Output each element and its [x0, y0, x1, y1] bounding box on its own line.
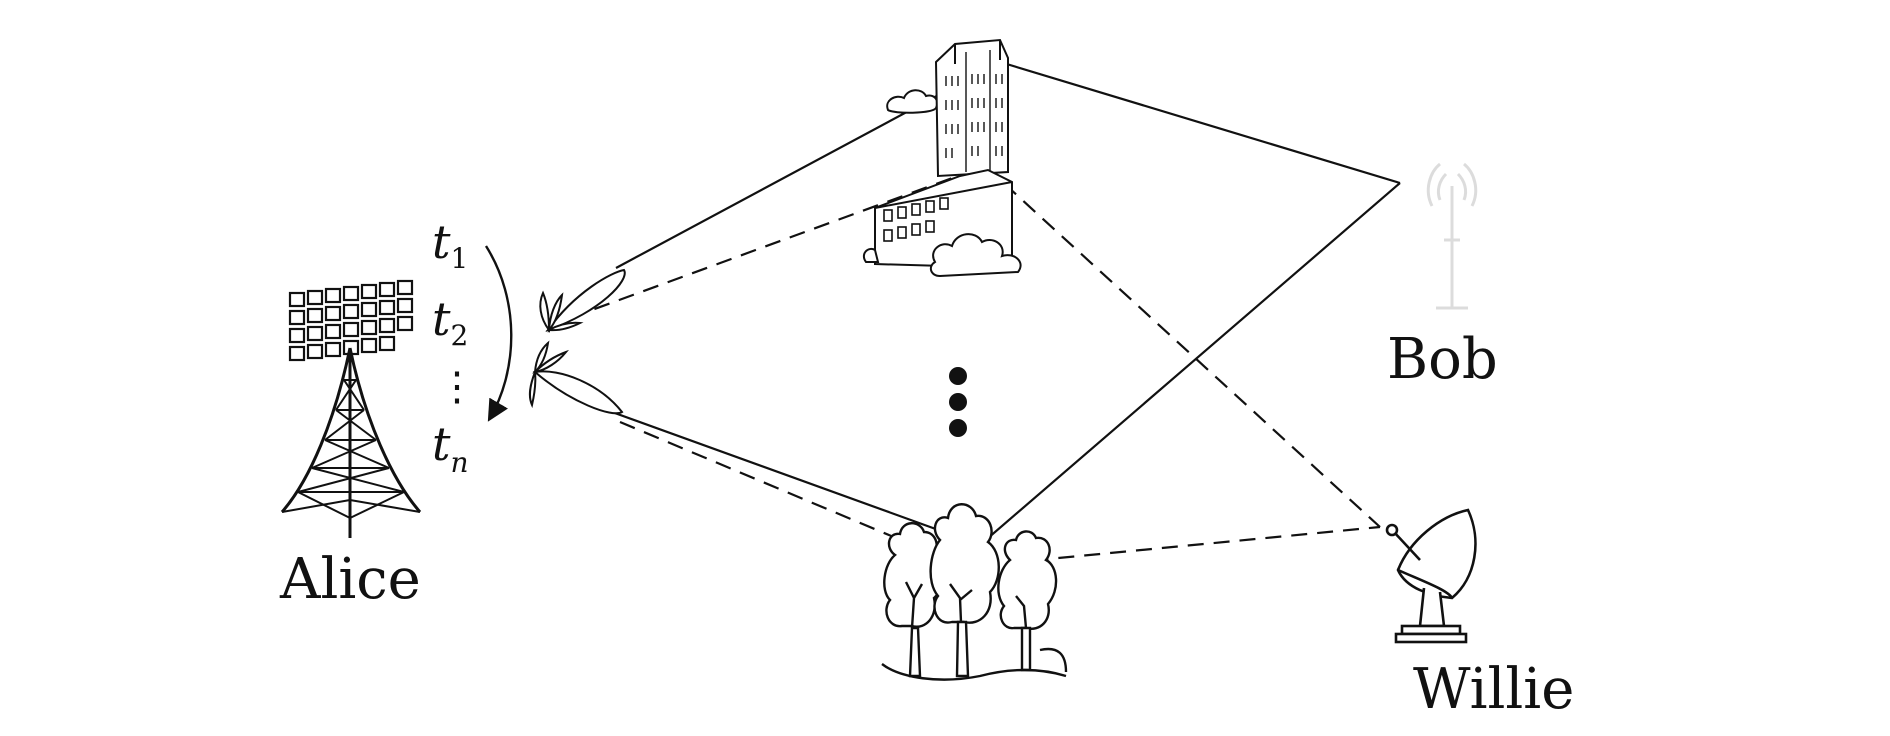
building-icon: [862, 38, 1022, 278]
time-slot-tn: tn: [432, 417, 469, 479]
time-slot-t2: t2: [432, 292, 468, 352]
willie-dish-icon: [1385, 508, 1477, 644]
cloud-icon: [886, 89, 939, 114]
antenna-array-icon: [288, 279, 414, 362]
beam-sweep-arrow: [484, 245, 513, 422]
lattice-tower-icon: [280, 347, 422, 538]
time-slot-labels: t1 t2 ⋮ tn: [432, 215, 513, 479]
lower-beam-icon: [528, 340, 624, 415]
time-slot-t1: t1: [432, 215, 468, 275]
bob-antenna-icon: [1426, 162, 1478, 310]
bob-label: Bob: [1387, 327, 1498, 392]
upper-beam-icon: [539, 268, 626, 334]
willie-label: Willie: [1413, 657, 1574, 722]
alice-tower-icon: [280, 279, 422, 538]
trees-icon: [881, 503, 1068, 681]
alice-label: Alice: [279, 547, 421, 612]
more-paths-ellipsis: [949, 367, 967, 437]
time-slot-vdots: ⋮: [437, 364, 477, 410]
willie-path-via-trees: [619, 420, 1381, 569]
